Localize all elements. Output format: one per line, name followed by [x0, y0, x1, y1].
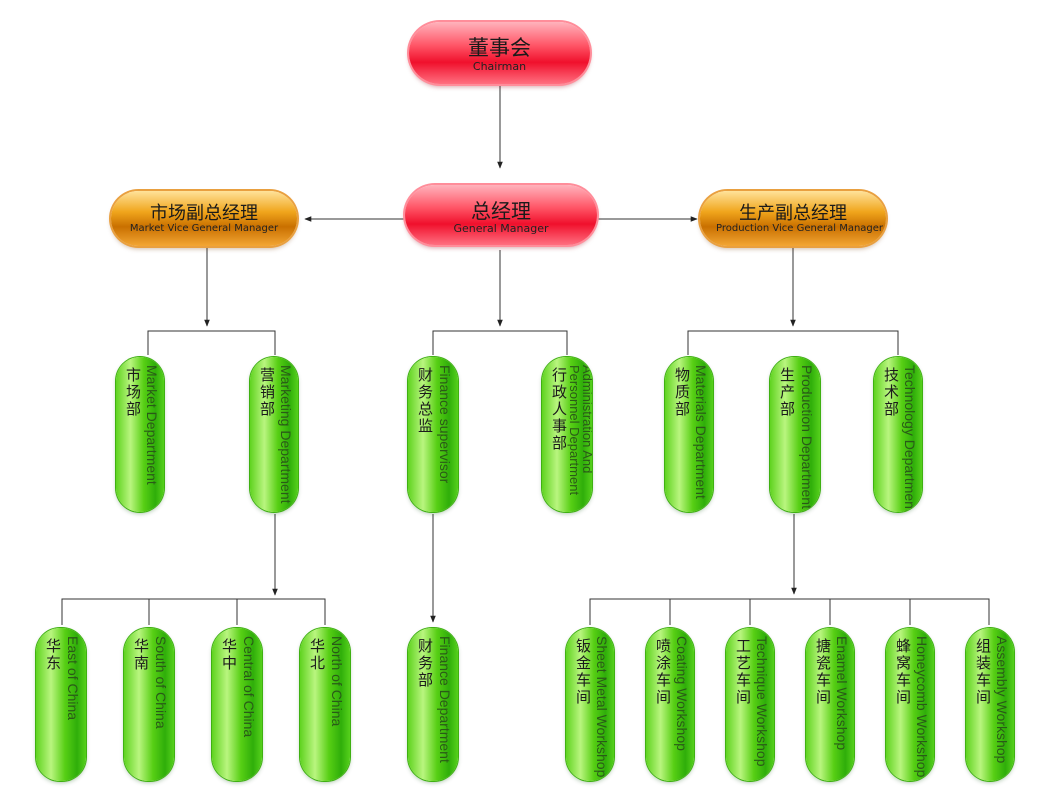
- general-manager-cn: 总经理: [471, 199, 531, 223]
- south-china-cn: 华南: [134, 637, 150, 672]
- technique-workshop-node: 工艺车间 Technique Workshop: [726, 628, 774, 781]
- north-china-node: 华北 North of China: [300, 628, 350, 781]
- admin-department-cn: 行政人事部: [552, 366, 568, 452]
- north-china-en: North of China: [329, 636, 345, 727]
- finance-department-en: Finance Department: [437, 636, 453, 763]
- production-vgm-node: 生产副总经理 Production Vice General Manager: [700, 191, 886, 246]
- south-china-en: South of China: [153, 636, 169, 729]
- technology-department-en: Technology Department: [902, 365, 918, 512]
- central-china-node: 华中 Central of China: [212, 628, 262, 781]
- market-vgm-cn: 市场副总经理: [150, 203, 258, 224]
- coating-workshop-en: Coating Workshop: [674, 636, 690, 751]
- chairman-cn: 董事会: [468, 36, 531, 60]
- east-china-cn: 华东: [46, 637, 62, 672]
- coating-workshop-node: 喷涂车间 Coating Workshop: [646, 628, 694, 781]
- bracket-market: [147, 330, 276, 355]
- coating-workshop-cn: 喷涂车间: [656, 637, 672, 706]
- chairman-node: 董事会 Chairman: [409, 22, 590, 84]
- marketing-department-en: Marketing Department: [278, 365, 294, 504]
- bracket-workshops: [589, 598, 990, 625]
- sheet-metal-workshop-cn: 钣金车间: [576, 637, 592, 706]
- east-china-node: 华东 East of China: [36, 628, 86, 781]
- market-vgm-en: Market Vice General Manager: [129, 223, 279, 234]
- central-china-cn: 华中: [222, 637, 238, 672]
- finance-department-node: 财务部 Finance Department: [408, 628, 458, 781]
- general-manager-en: General Manager: [453, 222, 549, 235]
- enamel-workshop-node: 搪瓷车间 Enamel Workshop: [806, 628, 854, 781]
- market-vgm-node: 市场副总经理 Market Vice General Manager: [111, 191, 297, 246]
- materials-department-node: 物质部 Materials Department: [665, 357, 713, 512]
- production-vgm-en: Production Vice General Manager: [716, 223, 884, 234]
- north-china-cn: 华北: [310, 637, 326, 672]
- market-department-en: Market Department: [144, 365, 160, 485]
- chairman-en: Chairman: [472, 60, 527, 73]
- production-department-en: Production Department: [799, 365, 815, 509]
- sheet-metal-workshop-en: Sheet Metal Workshop: [594, 636, 610, 778]
- materials-department-cn: 物质部: [675, 366, 691, 418]
- enamel-workshop-en: Enamel Workshop: [834, 636, 850, 751]
- technique-workshop-en: Technique Workshop: [754, 636, 770, 767]
- technology-department-node: 技术部 Technology Department: [874, 357, 922, 512]
- enamel-workshop-cn: 搪瓷车间: [816, 637, 832, 706]
- bracket-production: [687, 330, 899, 355]
- technology-department-cn: 技术部: [884, 366, 900, 418]
- south-china-node: 华南 South of China: [124, 628, 174, 781]
- assembly-workshop-en: Assembly Workshop: [994, 636, 1010, 764]
- honeycomb-workshop-cn: 蜂窝车间: [896, 637, 912, 706]
- assembly-workshop-cn: 组装车间: [976, 637, 992, 706]
- market-department-cn: 市场部: [126, 366, 142, 418]
- admin-department-node: 行政人事部 Administration And Personnel Depar…: [542, 357, 592, 512]
- east-china-en: East of China: [65, 636, 81, 721]
- finance-supervisor-node: 财务总监 Finance supervisor: [408, 357, 458, 512]
- production-department-node: 生产部 Production Department: [770, 357, 820, 512]
- production-vgm-cn: 生产副总经理: [739, 203, 847, 224]
- finance-supervisor-cn: 财务总监: [418, 366, 434, 435]
- sheet-metal-workshop-node: 钣金车间 Sheet Metal Workshop: [566, 628, 614, 781]
- technique-workshop-cn: 工艺车间: [736, 637, 752, 706]
- general-manager-node: 总经理 General Manager: [405, 185, 597, 245]
- admin-department-en: Administration And Personnel Department: [567, 365, 592, 496]
- central-china-en: Central of China: [241, 636, 257, 738]
- bracket-regions: [61, 598, 326, 625]
- market-department-node: 市场部 Market Department: [116, 357, 164, 512]
- marketing-department-cn: 营销部: [260, 366, 276, 418]
- assembly-workshop-node: 组装车间 Assembly Workshop: [966, 628, 1014, 781]
- honeycomb-workshop-node: 蜂窝车间 Honeycomb Workshop: [886, 628, 934, 781]
- marketing-department-node: 营销部 Marketing Department: [250, 357, 298, 512]
- finance-department-cn: 财务部: [418, 637, 434, 689]
- bracket-gm: [432, 330, 568, 355]
- honeycomb-workshop-en: Honeycomb Workshop: [914, 636, 930, 778]
- finance-supervisor-en: Finance supervisor: [437, 365, 453, 484]
- materials-department-en: Materials Department: [693, 365, 709, 499]
- production-department-cn: 生产部: [780, 366, 796, 418]
